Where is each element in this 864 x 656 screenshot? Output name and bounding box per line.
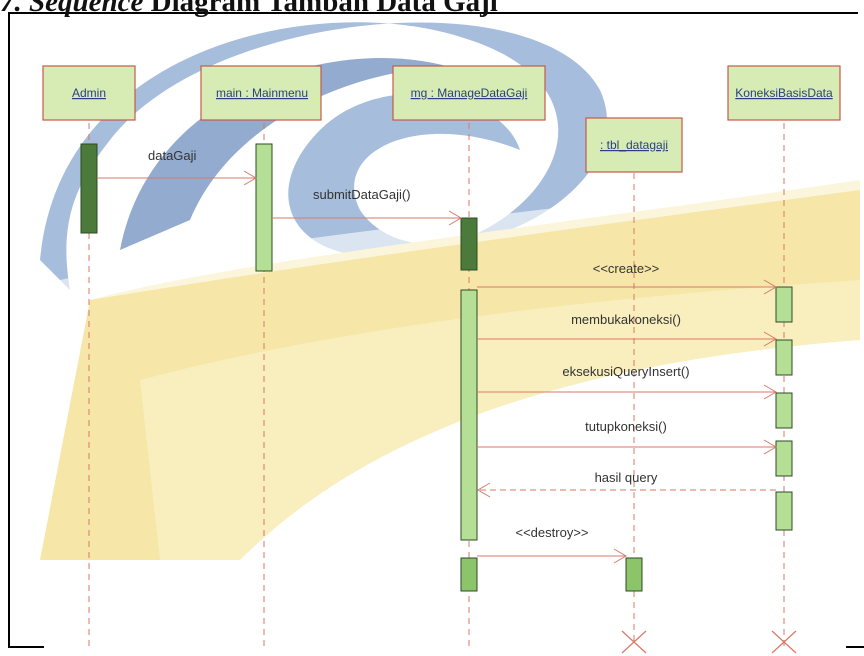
object-box-kon [727, 65, 841, 121]
arrowhead-m5 [763, 384, 777, 400]
arrowhead-m8 [613, 548, 627, 564]
destroy-x-kon [771, 630, 797, 654]
message-label-m1: dataGaji [148, 148, 197, 163]
activation-admin [80, 143, 98, 234]
message-label-m6: tutupkoneksi() [585, 419, 667, 434]
object-label-tbl: : tbl_datagaji [600, 138, 668, 152]
heading-rest: Diagram Tambah Data Gaji [150, 0, 498, 18]
diagram-heading: 7. Sequence Diagram Tambah Data Gaji [0, 0, 498, 19]
object-box-main [200, 65, 322, 121]
arrowhead-m3 [763, 279, 777, 295]
watermark-gold-band-light [140, 280, 860, 560]
frame-bottom-left-edge [8, 646, 44, 648]
activation-kon-3 [775, 392, 793, 429]
message-label-m4: membukakoneksi() [571, 312, 681, 327]
object-box-tbl [585, 117, 683, 173]
arrowhead-m1 [243, 170, 257, 186]
message-label-m3: <<create>> [593, 261, 660, 276]
object-label-mg: mg : ManageDataGaji [411, 86, 528, 100]
activation-kon-1 [775, 286, 793, 323]
arrowhead-m4 [763, 331, 777, 347]
arrowhead-m7 [477, 482, 491, 498]
watermark-logo [40, 22, 860, 560]
object-boxes: Admin main : Mainmenu mg : ManageDataGaj… [42, 65, 841, 173]
destroy-markers [621, 630, 797, 654]
activation-main [255, 143, 273, 272]
object-label-admin: Admin [72, 86, 106, 100]
message-label-m5: eksekusiQueryInsert() [562, 364, 689, 379]
object-label-main: main : Mainmenu [216, 86, 308, 100]
watermark-blue-arc [40, 22, 608, 290]
activation-tbl [625, 557, 643, 592]
activations [80, 143, 793, 592]
arrowhead-m2 [448, 210, 462, 226]
heading-sequence-word: Sequence [29, 0, 144, 18]
object-box-mg [392, 65, 546, 121]
activation-mg-1 [460, 217, 478, 271]
message-label-m7: hasil query [595, 470, 658, 485]
activation-mg-2 [460, 289, 478, 541]
frame-bottom-right-edge [846, 646, 864, 648]
messages: dataGaji submitDataGaji() <<create>> mem… [97, 148, 777, 564]
activation-kon-2 [775, 339, 793, 376]
activation-mg-3 [460, 557, 478, 592]
activation-kon-4 [775, 440, 793, 477]
message-label-m2: submitDataGaji() [313, 187, 411, 202]
frame-top-edge [8, 12, 858, 14]
object-label-kon: KoneksiBasisData [735, 86, 833, 100]
object-box-admin [42, 65, 136, 121]
frame-left-edge [8, 12, 10, 648]
destroy-x-tbl [621, 630, 647, 654]
arrowhead-m6 [763, 439, 777, 455]
message-label-m8: <<destroy>> [516, 525, 589, 540]
lifelines [88, 123, 785, 646]
activation-kon-5 [775, 491, 793, 531]
heading-number: 7. [0, 0, 22, 18]
